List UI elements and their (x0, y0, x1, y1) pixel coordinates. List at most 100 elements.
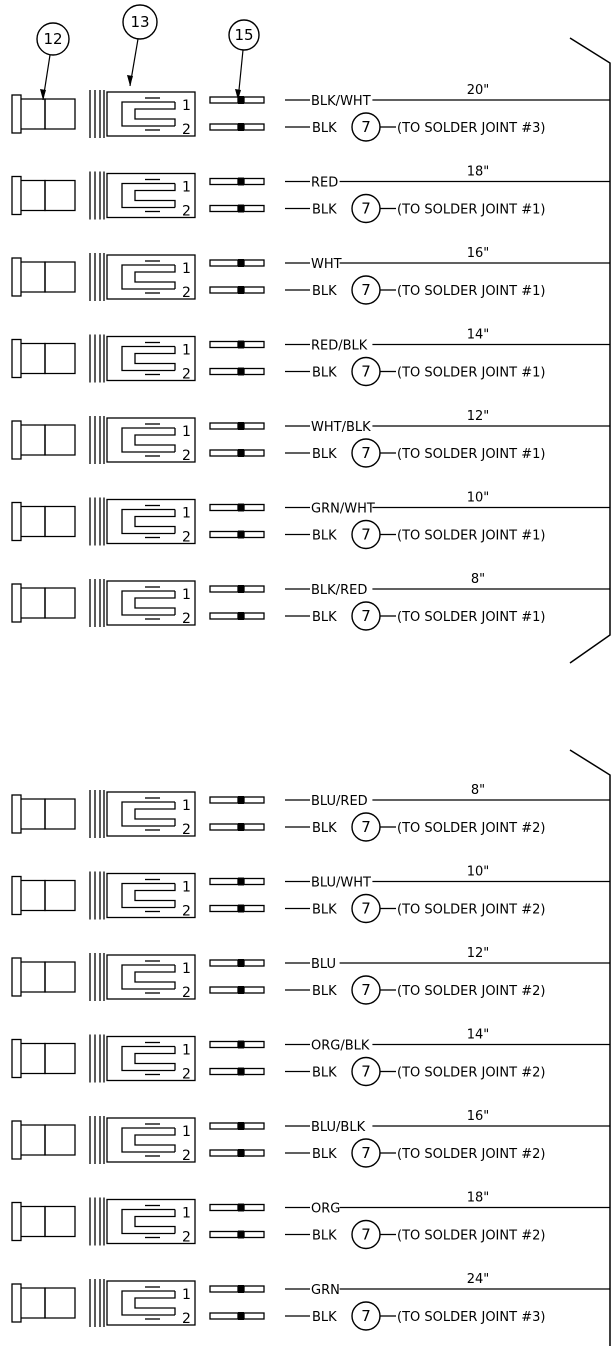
receptacle-housing: 12 (89, 497, 196, 546)
terminal-pin-1 (209, 877, 265, 886)
solder-joint-label: (TO SOLDER JOINT #1) (397, 203, 545, 218)
terminal-pin-1 (209, 1285, 265, 1293)
pin-1-label: 1 (182, 880, 191, 896)
callout-7-label: 7 (361, 900, 371, 918)
terminal-pin-2 (209, 1067, 265, 1076)
receptacle-housing: 12 (89, 1116, 196, 1164)
pin-1-label: 1 (182, 798, 191, 814)
wire-length-label: 8" (471, 572, 485, 587)
wire-length-label: 18" (467, 1191, 490, 1206)
terminal-pin-2 (209, 123, 265, 131)
callout-12: 12 (36, 22, 70, 101)
pin-2-label: 2 (182, 985, 191, 1001)
terminal-pin-2 (209, 449, 265, 457)
ground-wire-color-label: BLK (312, 529, 337, 544)
terminal-pin-1 (209, 1040, 265, 1049)
wire-color-label: BLU (311, 957, 336, 972)
callout-7-label: 7 (361, 363, 371, 381)
callout-7: 7 (351, 275, 381, 305)
solder-joint-label: (TO SOLDER JOINT #2) (397, 984, 545, 999)
ground-wire-color-label: BLK (312, 903, 337, 918)
ground-wire-color-label: BLK (312, 121, 337, 136)
wire-color-label: BLK/WHT (311, 94, 371, 109)
pin-1-label: 1 (182, 343, 191, 359)
wire-length-label: 16" (467, 1109, 490, 1124)
solder-joint-label: (TO SOLDER JOINT #1) (397, 284, 545, 299)
wire-length-label: 14" (467, 1028, 490, 1043)
wire-color-label: ORG/BLK (311, 1039, 370, 1054)
callout-12-label: 12 (43, 30, 62, 48)
pin-2-label: 2 (182, 611, 191, 627)
callout-7: 7 (351, 601, 381, 631)
wire-color-label: GRN/WHT (311, 502, 375, 517)
pin-2-label: 2 (182, 204, 191, 220)
solder-joint-label: (TO SOLDER JOINT #1) (397, 529, 545, 544)
harness-bundle-top (569, 37, 611, 664)
wire-length-label: 24" (467, 1272, 490, 1287)
callout-13: 13 (122, 4, 158, 87)
pin-2-label: 2 (182, 1148, 191, 1164)
signal-wire: BLK/WHT 20" (285, 83, 610, 109)
callout-7: 7 (351, 356, 381, 387)
wire-length-label: 16" (467, 246, 490, 261)
wedge-lock (11, 1201, 76, 1242)
ground-wire: BLK 7 (TO SOLDER JOINT #1) (285, 519, 545, 550)
receptacle-housing: 12 (89, 90, 196, 138)
receptacle-housing: 12 (89, 953, 196, 1001)
solder-joint-label: (TO SOLDER JOINT #2) (397, 1229, 545, 1244)
wedge-lock (11, 1283, 76, 1323)
pin-2-label: 2 (182, 285, 191, 301)
wire-color-label: BLK/RED (311, 583, 367, 598)
terminal-pin-1 (209, 1122, 265, 1130)
terminal-pin-2 (209, 823, 265, 831)
pin-2-label: 2 (182, 448, 191, 464)
receptacle-housing: 12 (89, 1197, 196, 1246)
callout-7: 7 (351, 1138, 381, 1168)
callout-7-label: 7 (361, 118, 371, 136)
signal-wire: BLK/RED 8" (285, 572, 610, 598)
terminal-pin-2 (209, 367, 265, 376)
terminal-pin-1 (209, 585, 265, 593)
pin-2-label: 2 (182, 822, 191, 838)
callout-7: 7 (351, 975, 381, 1005)
terminal-pin-2 (209, 904, 265, 913)
wire-color-label: BLU/BLK (311, 1120, 366, 1135)
callout-7-label: 7 (361, 281, 371, 299)
pin-1-label: 1 (182, 424, 191, 440)
callout-7-label: 7 (361, 607, 371, 625)
callout-7-label: 7 (361, 526, 371, 544)
ground-wire-color-label: BLK (312, 366, 337, 381)
receptacle-housing: 12 (89, 790, 196, 838)
solder-joint-label: (TO SOLDER JOINT #3) (397, 1310, 545, 1325)
wedge-lock (11, 94, 76, 134)
wire-length-label: 20" (467, 83, 490, 98)
terminal-pin-2 (209, 286, 265, 294)
wire-length-label: 10" (467, 865, 490, 880)
receptacle-housing: 12 (89, 579, 196, 627)
callout-7: 7 (351, 1301, 381, 1331)
wire-length-label: 18" (467, 165, 490, 180)
receptacle-housing: 12 (89, 253, 196, 301)
wire-length-label: 12" (467, 946, 490, 961)
pin-1-label: 1 (182, 587, 191, 603)
callout-7: 7 (351, 519, 381, 550)
